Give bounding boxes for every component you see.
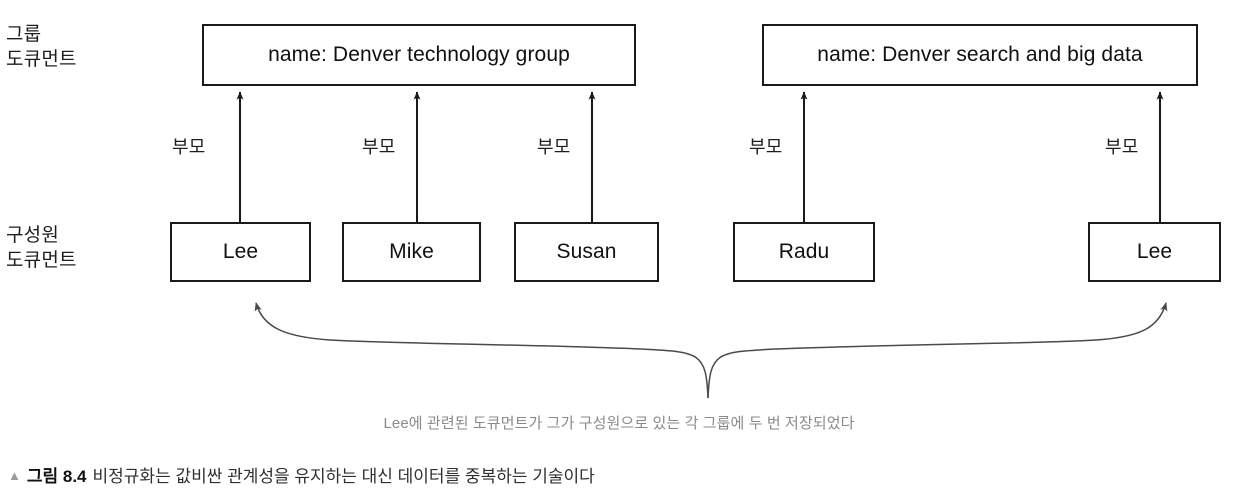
row-label-group-document: 그룹 도큐먼트 (6, 24, 77, 70)
member-document-label: Mike (389, 240, 434, 263)
member-document-label: Radu (778, 240, 830, 263)
edge-label-parent-radu-search: 부모 (749, 137, 783, 157)
member-document-box-lee-1[interactable]: Lee (170, 222, 311, 282)
member-document-box-lee-2[interactable]: Lee (1088, 222, 1221, 282)
group-document-label: name: Denver search and big data (817, 43, 1143, 66)
caption-triangle-icon: ▲ (8, 468, 21, 483)
member-document-box-radu[interactable]: Radu (733, 222, 875, 282)
edge-label-parent-susan-tech: 부모 (537, 137, 571, 157)
duplicate-annotation-text: Lee에 관련된 도큐먼트가 그가 구성원으로 있는 각 그룹에 두 번 저장되… (383, 415, 855, 432)
group-document-label: name: Denver technology group (268, 43, 570, 66)
member-document-box-mike[interactable]: Mike (342, 222, 481, 282)
edge-label-parent-lee-tech: 부모 (172, 137, 206, 157)
duplicate-brace (254, 302, 1168, 399)
edge-label-parent-mike-tech: 부모 (362, 137, 396, 157)
row-label-member-document: 구성원 도큐먼트 (6, 225, 77, 271)
figure-caption: ▲ 그림 8.4 비정규화는 값비싼 관계성을 유지하는 대신 데이터를 중복하… (8, 462, 1238, 487)
group-document-box-technology[interactable]: name: Denver technology group (202, 24, 636, 86)
member-document-label: Lee (1136, 240, 1173, 263)
group-document-box-search[interactable]: name: Denver search and big data (762, 24, 1198, 86)
caption-figure-number: 그림 8.4 (26, 467, 87, 486)
member-document-label: Susan (556, 240, 617, 263)
edge-label-parent-lee-search: 부모 (1105, 137, 1139, 157)
member-document-label: Lee (222, 240, 259, 263)
caption-body-text: 비정규화는 값비싼 관계성을 유지하는 대신 데이터를 중복하는 기술이다 (92, 467, 595, 486)
member-document-box-susan[interactable]: Susan (514, 222, 659, 282)
